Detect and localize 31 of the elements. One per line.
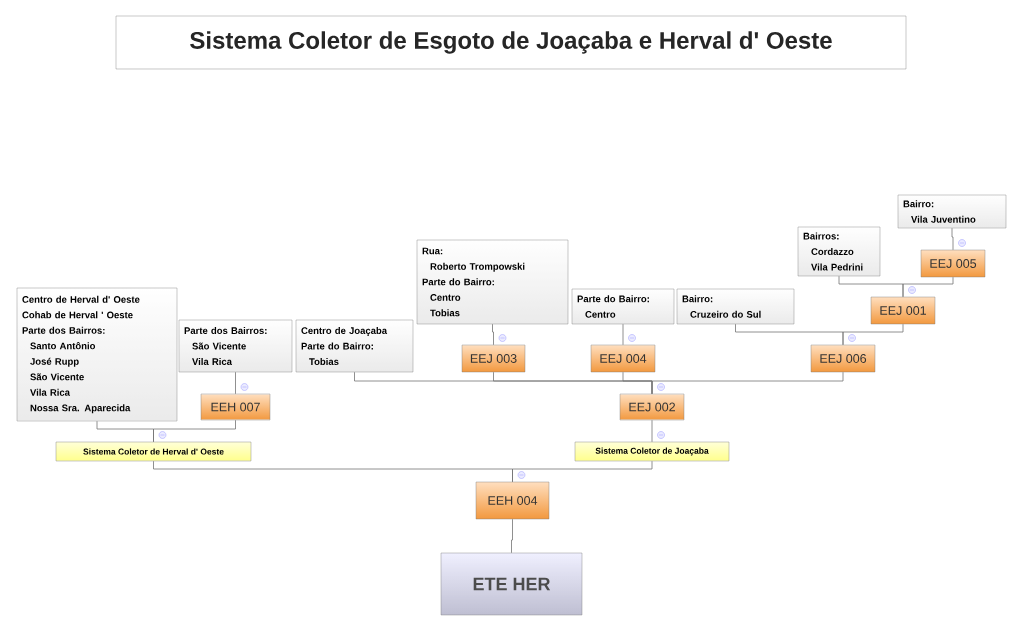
connector-line: [512, 460, 653, 483]
note-box: Bairro: Cruzeiro do Sul: [676, 288, 795, 325]
connector-line: [235, 371, 236, 395]
pump-station-box: EEJ 001: [870, 296, 936, 325]
pump-station-box: EEJ 004: [590, 344, 656, 373]
pump-station-box: EEJ 002: [619, 393, 685, 421]
note-box: Bairros: Cordazzo Vila Pedrini: [797, 226, 881, 277]
pump-station-box: EEJ 006: [810, 344, 876, 373]
pump-station-box: EEH 007: [200, 393, 271, 421]
pump-station-box: EEJ 005: [920, 249, 986, 278]
connector-line: [622, 323, 624, 346]
note-box: Rua: Roberto Trompowski Parte do Bairro: Centro Tobias: [416, 239, 569, 325]
treatment-plant-box: ETE HER: [440, 552, 583, 616]
note-box: Parte dos Bairros: São Vicente Vila Rica: [178, 319, 293, 373]
pump-station-box: EEJ 003: [461, 344, 526, 373]
note-box: Centro de Herval d' Oeste Cohab de Herval ' Oeste Parte dos Bairros: Santo Antônio José Rupp São Vicente Vila Rica Nossa Sra. Aparecida: [16, 287, 178, 422]
connector-line: [511, 518, 513, 554]
note-box: Centro de Joaçaba Parte do Bairro: Tobias: [295, 319, 414, 373]
connector-line: [651, 419, 653, 443]
title: Sistema Coletor de Esgoto de Joaçaba e Herval d' Oeste: [115, 15, 907, 70]
note-box: Parte do Bairro: Centro: [571, 288, 675, 325]
connector-line: [651, 371, 844, 395]
note-box: Bairro: Vila Juventino: [897, 194, 1007, 229]
connector-line: [902, 276, 954, 298]
connector-line: [951, 227, 954, 251]
pump-station-box: EEH 004: [475, 481, 550, 520]
system-label-box: Sistema Coletor de Joaçaba: [574, 441, 730, 462]
connector-line: [153, 419, 236, 443]
connector-line: [492, 323, 494, 346]
system-label-box: Sistema Coletor de Herval d' Oeste: [55, 441, 252, 462]
connector-line: [735, 323, 844, 346]
